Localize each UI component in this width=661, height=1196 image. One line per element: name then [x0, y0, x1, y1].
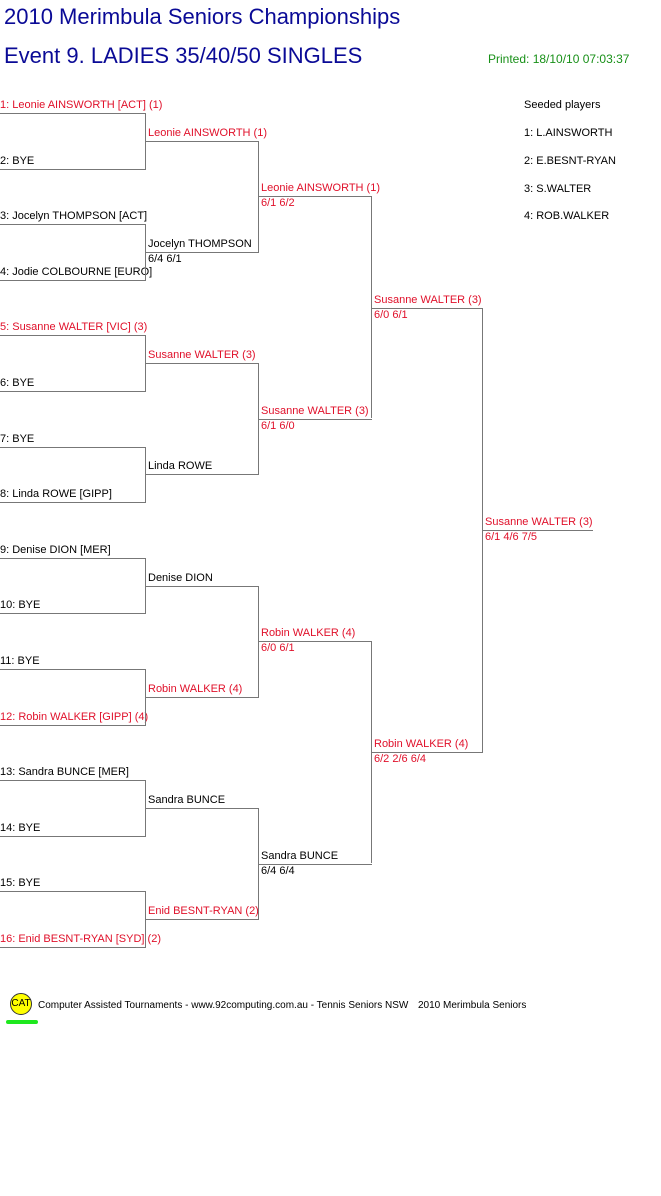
printed-timestamp: Printed: 18/10/10 07:03:37 — [488, 52, 630, 66]
bracket-line — [0, 891, 146, 892]
match-winner: Enid BESNT-RYAN (2) — [148, 905, 259, 917]
seeded-player: 1: L.AINSWORTH — [524, 127, 613, 139]
draw-entry: 12: Robin WALKER [GIPP] (4) — [0, 711, 149, 723]
bracket-line — [0, 780, 146, 781]
draw-entry: 11: BYE — [0, 655, 40, 667]
bracket-line — [145, 363, 259, 364]
bracket-line — [0, 836, 146, 837]
seeded-player: 2: E.BESNT-RYAN — [524, 155, 616, 167]
bracket-connector — [258, 363, 259, 474]
draw-entry: 4: Jodie COLBOURNE [EURO] — [0, 266, 153, 278]
match-score: 6/4 6/1 — [148, 253, 182, 265]
draw-entry: 2: BYE — [0, 155, 35, 167]
bracket-line — [0, 391, 146, 392]
bracket-line — [145, 474, 259, 475]
draw-entry: 13: Sandra BUNCE [MER] — [0, 766, 129, 778]
match-score: 6/0 6/1 — [261, 642, 295, 654]
match-winner: Jocelyn THOMPSON — [148, 238, 252, 250]
bracket-line — [145, 586, 259, 587]
bracket-line — [0, 947, 146, 948]
bracket-line — [0, 502, 146, 503]
logo-underline — [6, 1020, 38, 1024]
match-winner: Susanne WALTER (3) — [485, 516, 593, 528]
seeded-heading: Seeded players — [524, 99, 601, 111]
bracket-line — [371, 752, 483, 753]
match-score: 6/1 4/6 7/5 — [485, 531, 537, 543]
bracket-line — [258, 641, 372, 642]
draw-entry: 14: BYE — [0, 822, 41, 834]
draw-entry: 6: BYE — [0, 377, 35, 389]
bracket-line — [145, 141, 259, 142]
event-title: Event 9. LADIES 35/40/50 SINGLES — [4, 43, 363, 68]
draw-entry: 7: BYE — [0, 433, 35, 445]
bracket-line — [145, 697, 259, 698]
match-winner: Robin WALKER (4) — [374, 738, 469, 750]
footer-credit: Computer Assisted Tournaments - www.92co… — [38, 1000, 409, 1011]
draw-entry: 1: Leonie AINSWORTH [ACT] (1) — [0, 99, 163, 111]
match-winner: Robin WALKER (4) — [148, 683, 243, 695]
bracket-line — [0, 613, 146, 614]
bracket-connector — [371, 196, 372, 418]
draw-entry: 8: Linda ROWE [GIPP] — [0, 488, 112, 500]
bracket-line — [258, 864, 372, 865]
bracket-line — [0, 669, 146, 670]
bracket-line — [371, 308, 483, 309]
match-winner: Sandra BUNCE — [261, 850, 339, 862]
bracket-line — [0, 224, 146, 225]
seeded-player: 4: ROB.WALKER — [524, 210, 610, 222]
bracket-line — [0, 335, 146, 336]
match-winner: Denise DION — [148, 572, 213, 584]
match-score: 6/4 6/4 — [261, 865, 295, 877]
bracket-connector — [145, 447, 146, 503]
bracket-line — [145, 252, 259, 253]
match-score: 6/1 6/0 — [261, 420, 295, 432]
match-winner: Linda ROWE — [148, 460, 213, 472]
draw-entry: 5: Susanne WALTER [VIC] (3) — [0, 321, 148, 333]
seeded-player: 3: S.WALTER — [524, 183, 592, 195]
match-score: 6/0 6/1 — [374, 309, 408, 321]
bracket-line — [0, 169, 146, 170]
match-winner: Susanne WALTER (3) — [148, 349, 256, 361]
tournament-title: 2010 Merimbula Seniors Championships — [4, 4, 401, 29]
match-score: 6/1 6/2 — [261, 197, 295, 209]
match-score: 6/2 2/6 6/4 — [374, 753, 426, 765]
bracket-line — [145, 919, 259, 920]
draw-entry: 15: BYE — [0, 877, 41, 889]
match-winner: Susanne WALTER (3) — [374, 294, 482, 306]
footer-event: 2010 Merimbula Seniors — [418, 1000, 527, 1011]
bracket-line — [0, 113, 146, 114]
bracket-line — [258, 196, 372, 197]
match-winner: Sandra BUNCE — [148, 794, 226, 806]
match-winner: Robin WALKER (4) — [261, 627, 356, 639]
bracket-line — [482, 530, 593, 531]
draw-entry: 9: Denise DION [MER] — [0, 544, 111, 556]
draw-entry: 10: BYE — [0, 599, 41, 611]
bracket-connector — [258, 808, 259, 919]
match-winner: Susanne WALTER (3) — [261, 405, 369, 417]
draw-entry: 16: Enid BESNT-RYAN [SYD] (2) — [0, 933, 161, 945]
draw-entry: 3: Jocelyn THOMPSON [ACT] — [0, 210, 148, 222]
bracket-line — [0, 725, 146, 726]
bracket-line — [145, 808, 259, 809]
bracket-line — [0, 558, 146, 559]
bracket-line — [0, 280, 146, 281]
match-winner: Leonie AINSWORTH (1) — [261, 182, 381, 194]
bracket-line — [0, 447, 146, 448]
cat-logo: CAT — [10, 993, 32, 1015]
bracket-line — [258, 419, 372, 420]
match-winner: Leonie AINSWORTH (1) — [148, 127, 268, 139]
